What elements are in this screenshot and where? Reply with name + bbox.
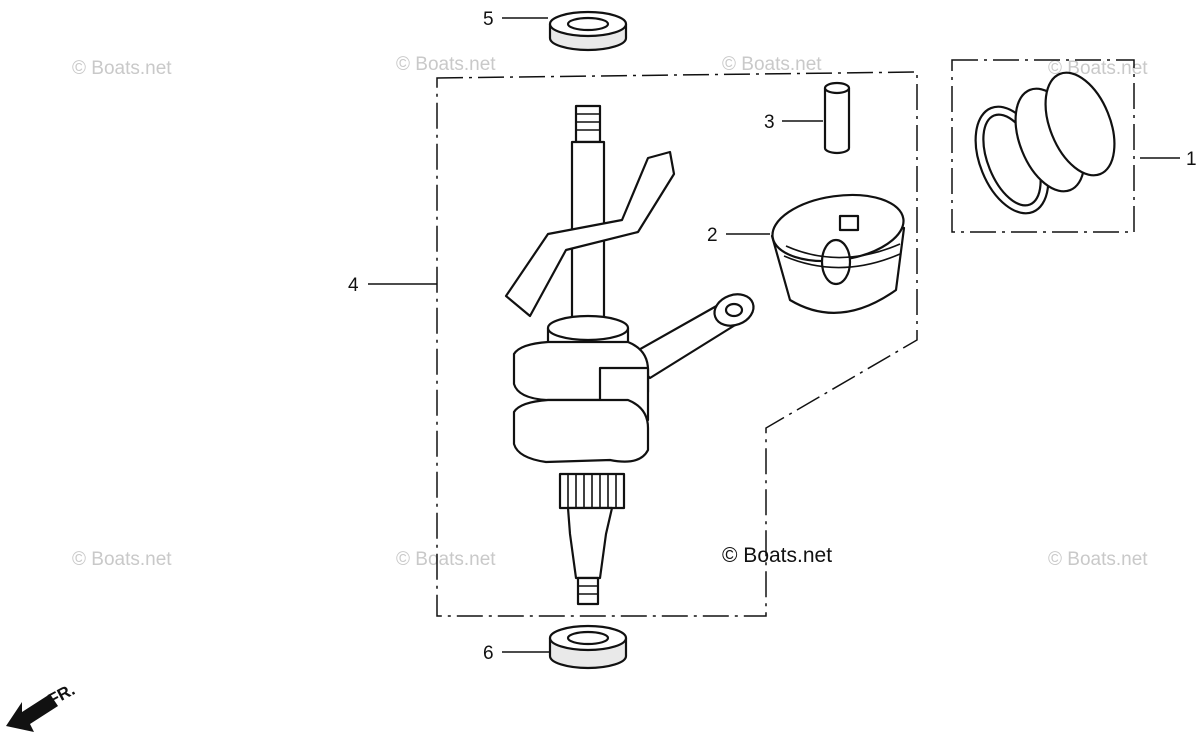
callout-3: 3 xyxy=(764,112,775,133)
crankshaft-assembly-icon xyxy=(504,104,755,606)
watermark: © Boats.net xyxy=(1048,549,1148,570)
piston-rings-box xyxy=(951,59,1135,233)
watermark: © Boats.net xyxy=(72,549,172,570)
watermark: © Boats.net xyxy=(396,54,496,75)
piston-icon xyxy=(770,193,906,314)
callout-1: 1 xyxy=(1186,149,1197,170)
callout-labels: 1 2 3 4 5 6 xyxy=(348,9,1197,664)
piston-rings-icon xyxy=(974,71,1116,215)
leader-lines xyxy=(368,17,1180,653)
callout-4: 4 xyxy=(348,275,359,296)
piston-pin-icon xyxy=(823,81,851,155)
front-direction-indicator: FR. xyxy=(6,680,78,732)
watermark-main: © Boats.net xyxy=(722,544,832,567)
watermark: © Boats.net xyxy=(396,549,496,570)
watermark: © Boats.net xyxy=(722,54,822,75)
callout-5: 5 xyxy=(483,9,494,30)
assembly-outline xyxy=(436,71,918,617)
watermark: © Boats.net xyxy=(72,58,172,79)
arrow-icon xyxy=(6,694,58,732)
watermarks: © Boats.net © Boats.net © Boats.net © Bo… xyxy=(72,54,1148,570)
callout-6: 6 xyxy=(483,643,494,664)
callout-2: 2 xyxy=(707,225,718,246)
oil-seal-icon xyxy=(548,10,628,52)
oil-seal-icon xyxy=(548,624,628,670)
